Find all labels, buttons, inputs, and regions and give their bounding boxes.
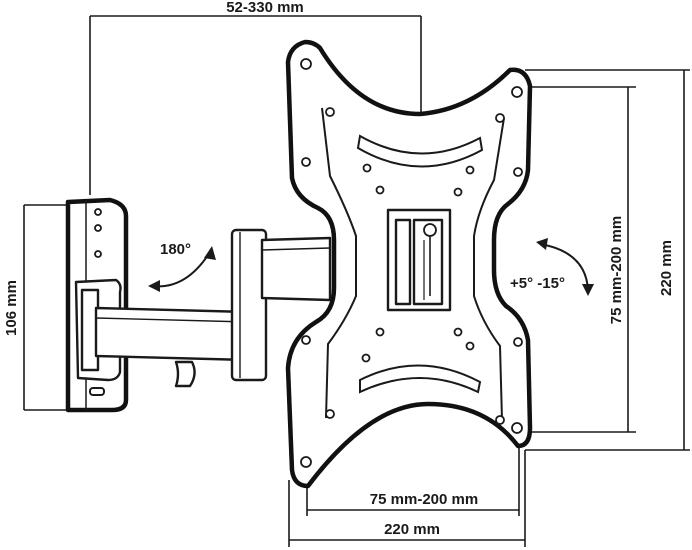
vesa-vertical-label: 75 mm-200 mm	[608, 216, 625, 324]
arrow-left-icon	[148, 280, 160, 292]
arrow-up-icon	[204, 246, 216, 260]
tilt-indicator: +5° -15°	[510, 238, 594, 296]
vesa-horizontal-label: 75 mm-200 mm	[370, 491, 478, 508]
tilt-label: +5° -15°	[510, 275, 565, 292]
wall-plate-height-dimension: 106 mm	[3, 204, 68, 411]
plate-height-dimension: 220 mm	[525, 69, 690, 451]
plate-width-dimension: 220 mm	[288, 450, 526, 547]
swivel-indicator: 180°	[148, 241, 216, 292]
tv-mounting-plate	[285, 39, 533, 489]
arrow-left-icon	[536, 238, 548, 250]
plate-height-label: 220 mm	[658, 240, 675, 296]
arm-extension-label: 52-330 mm	[226, 0, 304, 16]
arrow-down-icon	[582, 284, 594, 296]
vesa-vertical-dimension: 75 mm-200 mm	[525, 86, 636, 433]
swing-arm	[94, 228, 332, 388]
plate-width-label: 220 mm	[384, 521, 440, 538]
swivel-label: 180°	[160, 241, 191, 258]
wall-plate-height-label: 106 mm	[3, 280, 20, 336]
arm-extension-dimension: 52-330 mm	[89, 0, 422, 195]
wall-plate	[65, 197, 129, 413]
